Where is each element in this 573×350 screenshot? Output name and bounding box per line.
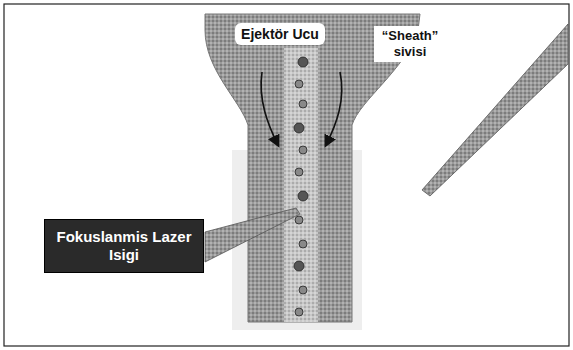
- cell: [299, 100, 307, 108]
- sheath-flow-arrow: [261, 72, 278, 145]
- cell: [299, 286, 307, 294]
- cells: [294, 57, 308, 316]
- ejector-tip-label: Ejektör Ucu: [235, 23, 325, 46]
- sheath-label: “Sheath” sivisi: [374, 26, 446, 61]
- cell: [295, 216, 303, 224]
- node-text: Ejektör Ucu: [241, 26, 319, 43]
- sample-stream: [284, 48, 318, 322]
- cell: [298, 191, 308, 201]
- cell: [295, 308, 303, 316]
- cell: [294, 261, 304, 271]
- cell: [294, 123, 304, 133]
- cell: [298, 57, 308, 67]
- cell: [295, 80, 303, 88]
- cell: [299, 240, 307, 248]
- sheath-flow-arrow: [326, 72, 342, 145]
- node-text: Fokuslanmis Lazer Isigi: [55, 228, 193, 264]
- cell: [299, 146, 307, 154]
- laser-beam: [205, 208, 300, 262]
- frame: [4, 4, 569, 346]
- cell: [295, 168, 303, 176]
- laser-box: Fokuslanmis Lazer Isigi: [44, 219, 204, 273]
